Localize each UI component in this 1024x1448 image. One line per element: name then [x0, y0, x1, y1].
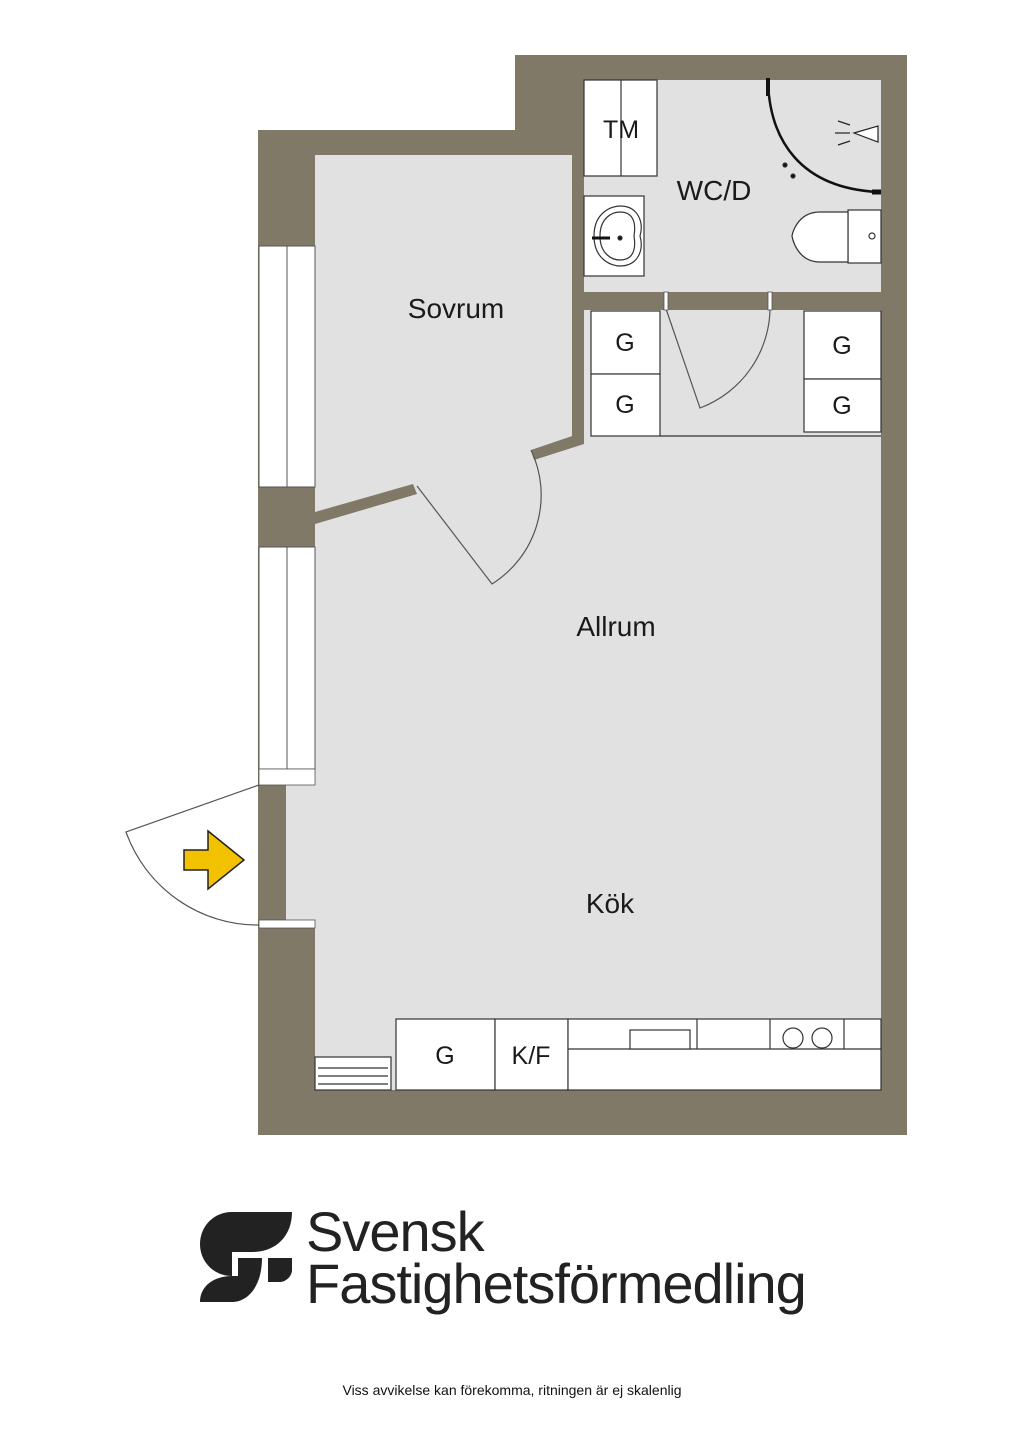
door-sovrum [416, 449, 542, 585]
room-label-allrum: Allrum [576, 611, 655, 642]
shower-curtain [766, 81, 879, 194]
closet-1 [590, 310, 661, 375]
stove-plate-icon [782, 1027, 804, 1049]
door-wc [663, 302, 771, 409]
closet-3 [803, 310, 882, 380]
room-label-wc: WC/D [677, 175, 752, 206]
door-entrance [125, 784, 260, 926]
toilet-cistern [847, 209, 882, 264]
door-swings [125, 302, 771, 926]
windows [258, 245, 316, 770]
kitchen-closet [395, 1018, 496, 1091]
kitchen-counter [314, 1018, 882, 1091]
brand-name-line-1: Svensk [306, 1200, 485, 1263]
kitchen-sink [629, 1029, 691, 1050]
label-closet-2: G [615, 391, 634, 419]
label-closet-4: G [832, 392, 851, 420]
label-tm: TM [603, 116, 639, 144]
room-label-sovrum: Sovrum [408, 293, 504, 324]
disclaimer-text: Viss avvikelse kan förekomma, ritningen … [342, 1382, 682, 1398]
counter-top [567, 1018, 882, 1091]
toilet-bowl [791, 211, 849, 263]
floor-entrance-opening [286, 785, 318, 925]
shower-head-icon [852, 125, 879, 143]
arrow-right-icon [183, 829, 246, 891]
room-label-kok: Kök [586, 888, 635, 919]
closet-4 [803, 378, 882, 433]
closet-2 [590, 373, 661, 437]
label-closet-3: G [832, 332, 851, 360]
label-kitchen-closet: G [435, 1042, 454, 1070]
floor-allrum-kok [315, 438, 881, 1090]
label-fridge-freezer: K/F [512, 1042, 551, 1070]
interior-walls [315, 155, 881, 524]
radiator [314, 1056, 392, 1091]
brand-logo-icon [200, 1212, 292, 1302]
label-closet-1: G [615, 329, 634, 357]
wc-fixtures [583, 78, 882, 277]
stove-plate-icon [811, 1027, 833, 1049]
brand-name-line-2: Fastighetsförmedling [306, 1252, 807, 1315]
hall-closets [590, 310, 882, 437]
